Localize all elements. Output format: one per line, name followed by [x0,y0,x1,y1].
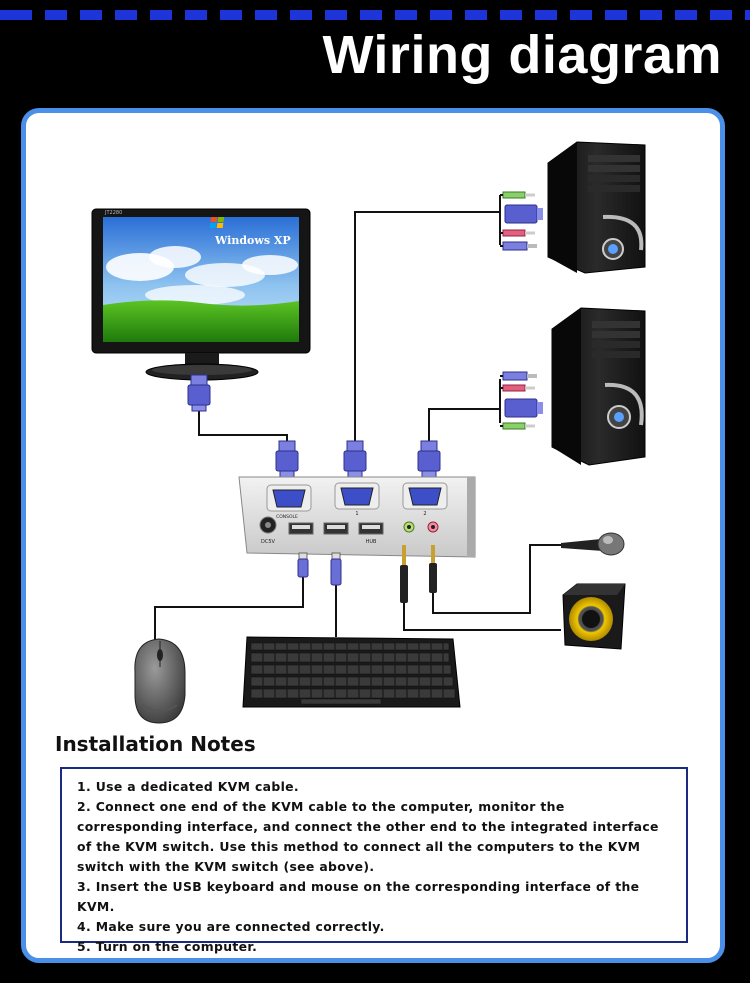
console-vga-plug [275,440,299,478]
top-dash-border [0,10,750,20]
lcd-monitor: JT2280 Windows XP [91,208,311,381]
wiring-diagram: JT2280 Windows XP [91,141,646,724]
computer-tower-2 [551,307,646,466]
note-item-3: 3. Insert the USB keyboard and mouse on … [77,879,640,914]
installation-notes-heading: Installation Notes [55,732,256,756]
note-item-4: 4. Make sure you are connected correctly… [77,919,385,934]
kvm-console-label: CONSOLE [276,514,298,520]
keyboard-usb-plug [330,552,342,586]
speaker [562,583,626,650]
kvm-power-label: DC5V [261,539,276,545]
monitor-os-label: Windows XP [214,234,291,247]
pc1-vga-plug [343,440,367,478]
kvm-vga-port-console [266,484,312,512]
speaker-audio-plug [400,545,408,603]
monitor-vga-plug [187,374,211,412]
microphone [561,532,625,556]
kvm-port-2-label: 2 [423,511,426,517]
windows-flag-icon [209,217,225,228]
note-item-2: 2. Connect one end of the KVM cable to t… [77,799,659,874]
kvm-usb-label: HUB [366,539,377,545]
kvm-vga-port-2 [402,482,448,510]
pc1-connectors [500,191,543,251]
kvm-vga-port-1 [334,482,380,510]
mic-audio-plug [429,545,437,593]
kvm-switch: CONSOLE 1 2 DC5V HUB [238,476,476,558]
kvm-port-1-label: 1 [355,511,358,517]
note-item-5: 5. Turn on the computer. [77,939,258,954]
pc2-connectors [500,371,543,430]
note-item-1: 1. Use a dedicated KVM cable. [77,779,299,794]
keyboard [242,636,461,708]
installation-notes-box: 1. Use a dedicated KVM cable. 2. Connect… [60,767,688,954]
pc2-vga-plug [417,440,441,478]
cables [154,195,565,641]
computer-tower-1 [547,141,646,274]
page-title: Wiring diagram [322,25,722,85]
mouse [134,638,186,724]
mouse-usb-plug [297,552,309,578]
monitor-brand-label: JT2280 [104,210,122,216]
